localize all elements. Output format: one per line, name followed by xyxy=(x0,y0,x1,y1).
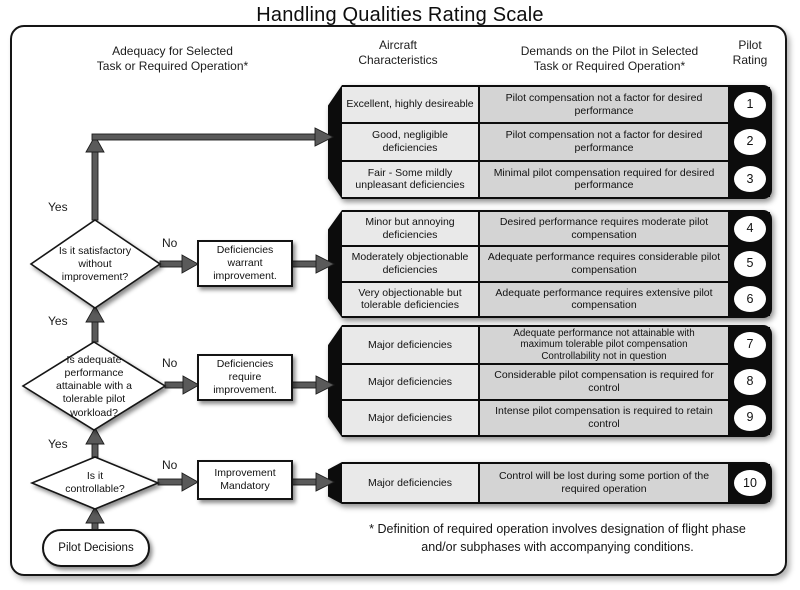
aircraft-characteristics-cell: Fair - Some mildly unpleasant deficienci… xyxy=(342,161,478,197)
rating-badge: 1 xyxy=(734,91,766,118)
rating-group-10: Major deficiencies Control will be lost … xyxy=(328,462,772,504)
rating-badge: 4 xyxy=(734,215,766,242)
decision-diamond-satisfactory xyxy=(29,219,162,309)
rating-badge: 7 xyxy=(734,331,766,358)
pilot-demands-cell: Considerable pilot compensation is requi… xyxy=(480,364,728,399)
aircraft-characteristics-cell: Major deficiencies xyxy=(342,327,478,363)
rating-cell: 4 xyxy=(730,212,770,246)
pilot-decisions-terminal: Pilot Decisions xyxy=(42,529,150,567)
table-row: Major deficiencies Control will be lost … xyxy=(342,464,770,502)
rating-badge: 9 xyxy=(734,404,766,431)
rating-cell: 5 xyxy=(730,247,770,281)
column-header-pilot-rating: Pilot Rating xyxy=(732,38,768,67)
page-title: Handling Qualities Rating Scale xyxy=(256,4,544,26)
rating-cell: 9 xyxy=(730,400,770,436)
table-row: Fair - Some mildly unpleasant deficienci… xyxy=(342,161,770,197)
column-header-adequacy: Adequacy for Selected Task or Required O… xyxy=(96,44,249,73)
rating-cell: 1 xyxy=(730,87,770,123)
pilot-demands-cell: Adequate performance requires extensive … xyxy=(480,282,728,316)
decision-diamond-adequate-performance xyxy=(21,341,167,431)
rating-cell: 2 xyxy=(730,124,770,160)
rating-group-7-9: Major deficiencies Adequate performance … xyxy=(328,325,772,437)
no-label-1: No xyxy=(162,236,178,250)
pilot-demands-cell: Minimal pilot compensation required for … xyxy=(480,161,728,197)
footnote: * Definition of required operation invol… xyxy=(369,522,746,554)
rating-cell: 10 xyxy=(730,464,770,502)
column-header-demands: Demands on the Pilot in Selected Task or… xyxy=(520,44,699,73)
table-row: Major deficiencies Intense pilot compens… xyxy=(342,400,770,436)
diagram-border xyxy=(10,25,787,576)
rating-badge: 3 xyxy=(734,166,766,193)
rating-group-4-6: Minor but annoying deficiencies Desired … xyxy=(328,210,772,318)
pilot-demands-cell: Intense pilot compensation is required t… xyxy=(480,400,728,436)
rating-group-1-3: Excellent, highly desireable Pilot compe… xyxy=(328,85,772,199)
table-row: Excellent, highly desireable Pilot compe… xyxy=(342,87,770,123)
pilot-demands-cell: Pilot compensation not a factor for desi… xyxy=(480,124,728,160)
no-label-2: No xyxy=(162,356,178,370)
arrow-icon xyxy=(85,127,336,531)
table-row: Good, negligible deficiencies Pilot comp… xyxy=(342,124,770,160)
aircraft-characteristics-cell: Very objectionable but tolerable deficie… xyxy=(342,282,478,316)
pilot-demands-cell: Adequate performance requires considerab… xyxy=(480,247,728,281)
yes-label-3: Yes xyxy=(48,437,68,451)
rating-badge: 5 xyxy=(734,250,766,277)
rating-badge: 6 xyxy=(734,286,766,313)
aircraft-characteristics-cell: Major deficiencies xyxy=(342,464,478,502)
aircraft-characteristics-cell: Minor but annoying deficiencies xyxy=(342,212,478,246)
rating-cell: 6 xyxy=(730,282,770,316)
rating-cell: 7 xyxy=(730,327,770,363)
table-row: Very objectionable but tolerable deficie… xyxy=(342,282,770,316)
rating-badge: 2 xyxy=(734,128,766,155)
yes-label-1: Yes xyxy=(48,200,68,214)
pilot-demands-cell: Control will be lost during some portion… xyxy=(480,464,728,502)
aircraft-characteristics-cell: Excellent, highly desireable xyxy=(342,87,478,123)
decision-controllable-label: Is it controllable? xyxy=(65,470,125,496)
pilot-demands-cell: Desired performance requires moderate pi… xyxy=(480,212,728,246)
decision-satisfactory-label: Is it satisfactory without improvement? xyxy=(58,245,132,284)
rating-badge: 10 xyxy=(734,470,766,496)
aircraft-characteristics-cell: Good, negligible deficiencies xyxy=(342,124,478,160)
decision-adequate-performance-label: Is adequate performance attainable with … xyxy=(56,354,132,419)
no-label-3: No xyxy=(162,458,178,472)
table-row: Major deficiencies Considerable pilot co… xyxy=(342,364,770,399)
rating-cell: 3 xyxy=(730,161,770,197)
action-box-deficiencies-warrant: Deficiencies warrant improvement. xyxy=(197,240,293,287)
decision-diamond-controllable xyxy=(29,456,161,510)
action-box-deficiencies-require: Deficiencies require improvement. xyxy=(197,354,293,401)
aircraft-characteristics-cell: Major deficiencies xyxy=(342,400,478,436)
yes-label-2: Yes xyxy=(48,314,68,328)
table-row: Minor but annoying deficiencies Desired … xyxy=(342,212,770,246)
action-box-improvement-mandatory: Improvement Mandatory xyxy=(197,460,293,500)
pilot-demands-cell: Pilot compensation not a factor for desi… xyxy=(480,87,728,123)
aircraft-characteristics-cell: Major deficiencies xyxy=(342,364,478,399)
rating-cell: 8 xyxy=(730,364,770,399)
rating-badge: 8 xyxy=(734,368,766,395)
pilot-demands-cell: Adequate performance not attainable with… xyxy=(480,327,728,363)
table-row: Moderately objectionable deficiencies Ad… xyxy=(342,247,770,281)
column-header-aircraft-characteristics: Aircraft Characteristics xyxy=(358,38,438,67)
table-row: Major deficiencies Adequate performance … xyxy=(342,327,770,363)
aircraft-characteristics-cell: Moderately objectionable deficiencies xyxy=(342,247,478,281)
